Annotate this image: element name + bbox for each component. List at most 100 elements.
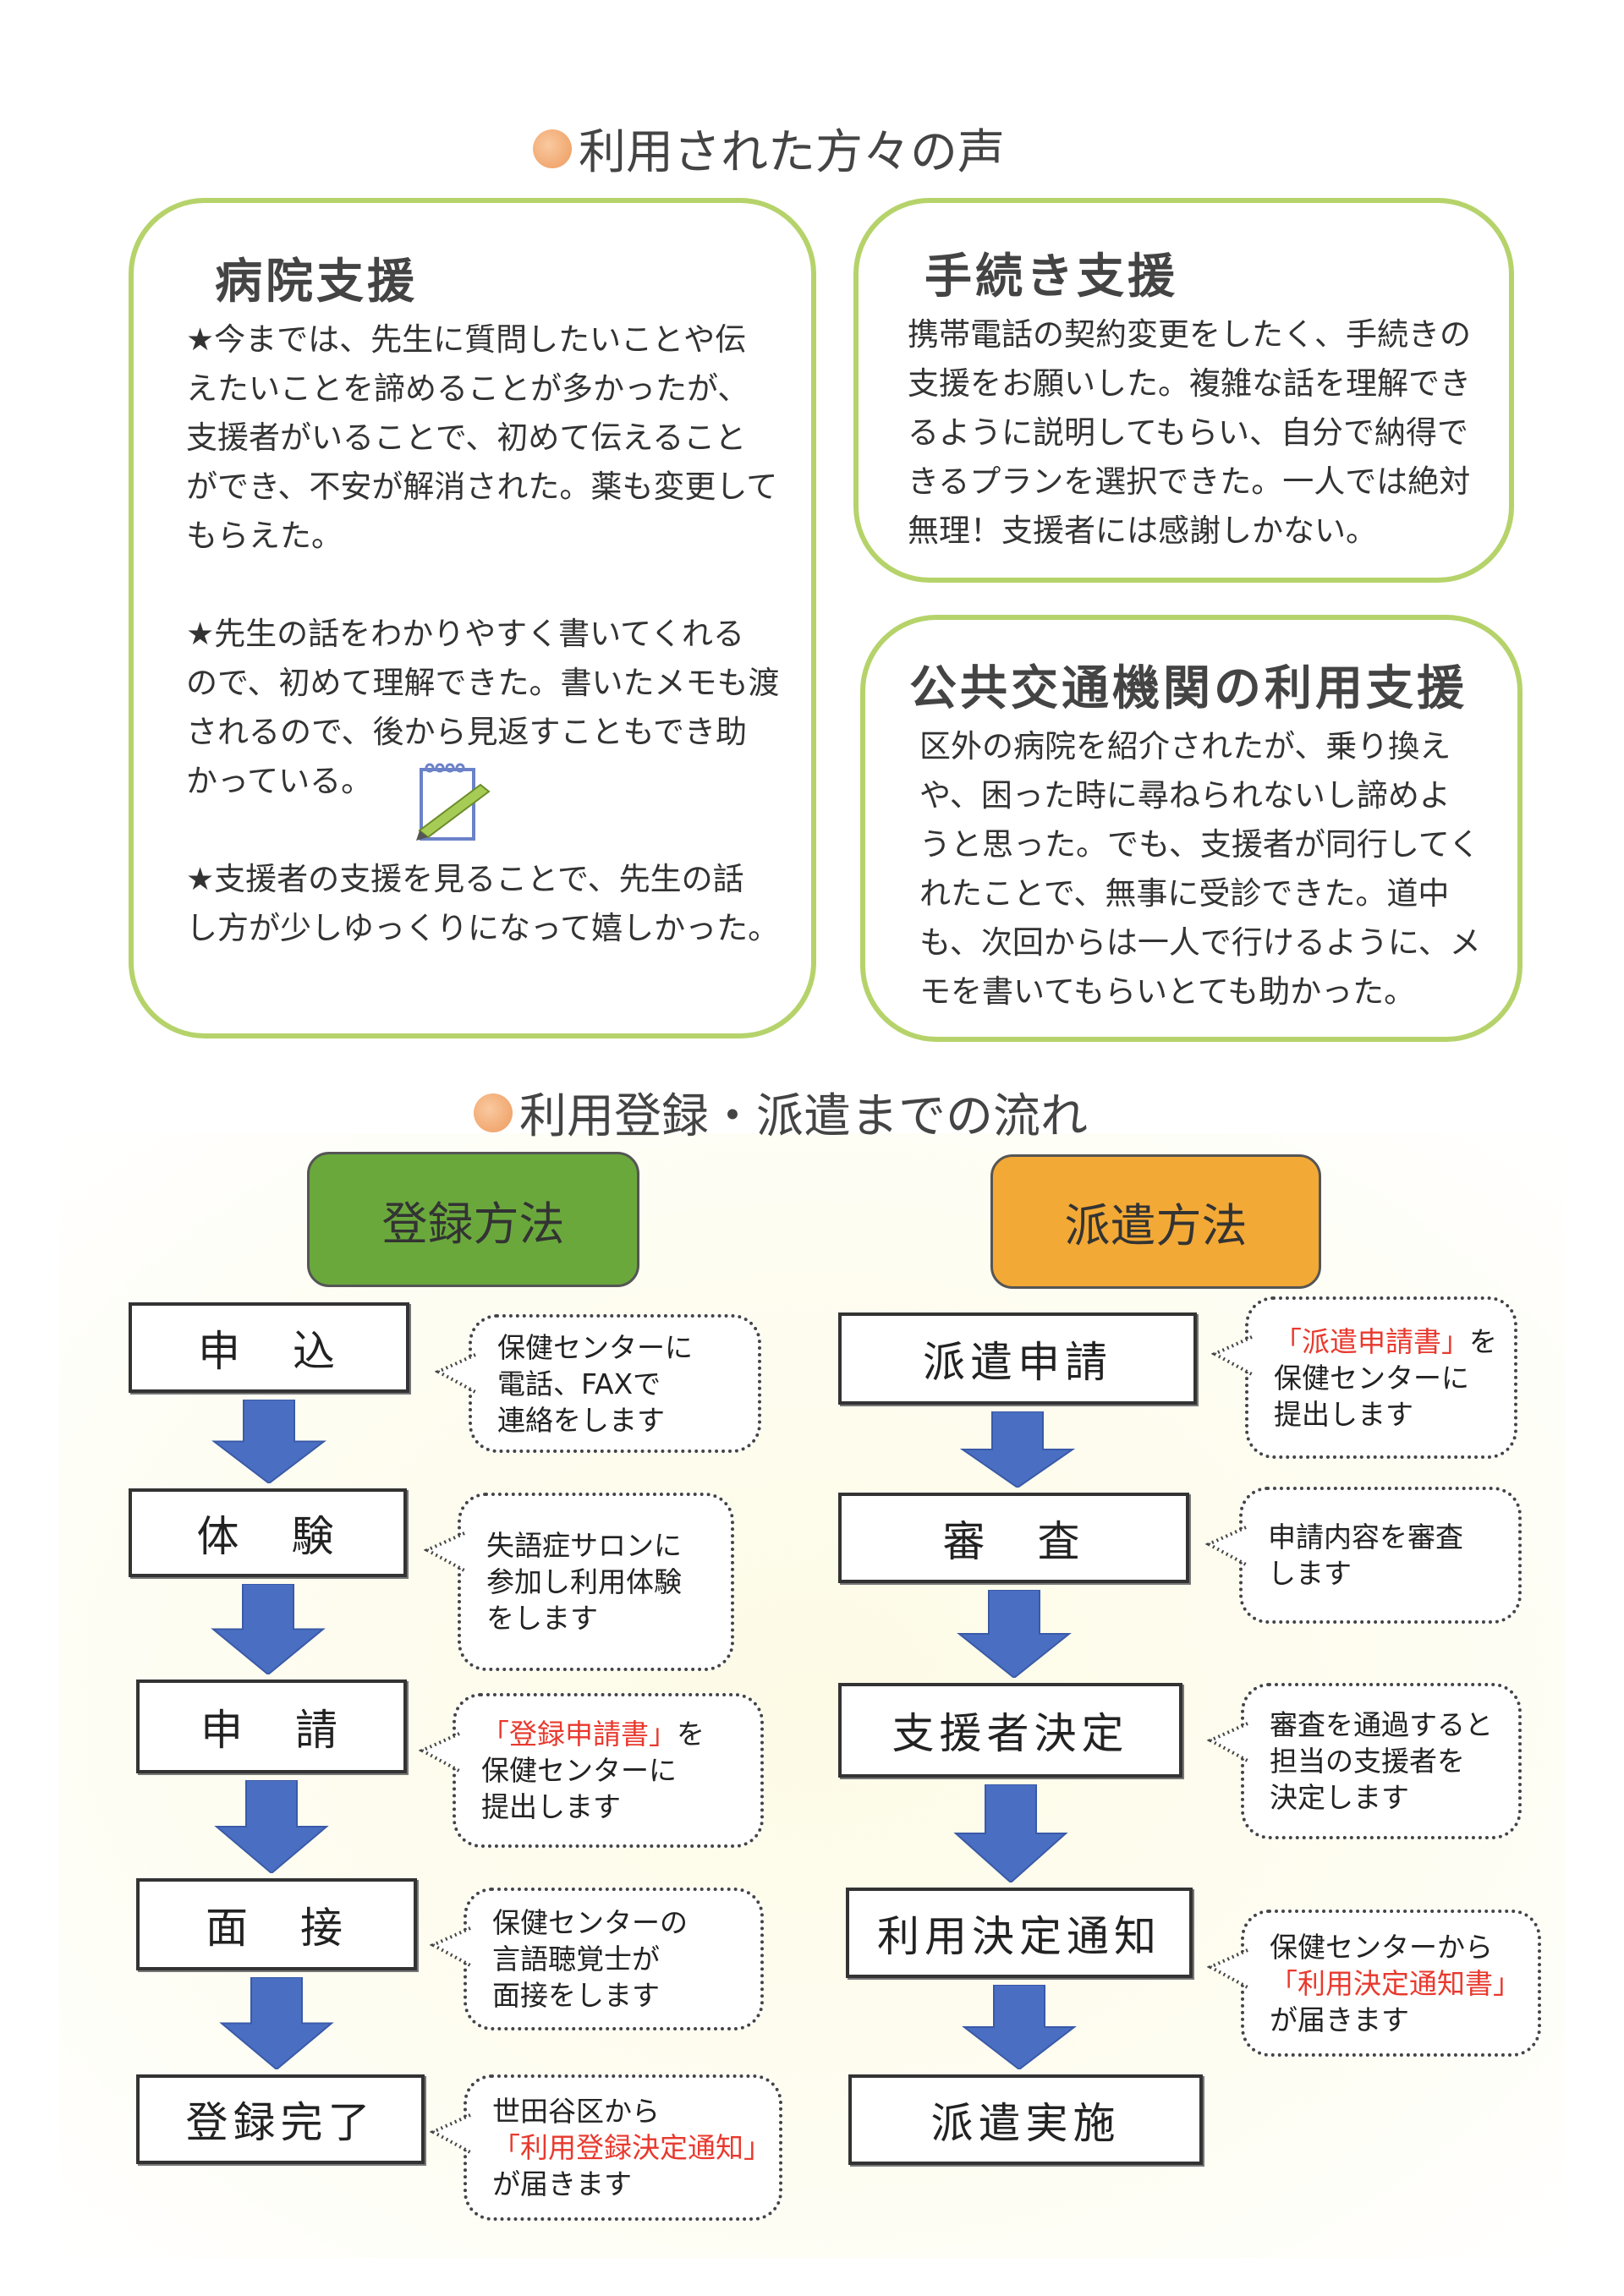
note-line: 提出します [481,1789,760,1825]
note-text: 担当の支援者を [1270,1745,1465,1778]
note-line: 提出します [1274,1396,1514,1433]
note-line: 世田谷区から [492,2093,779,2129]
card-text: 区外の病院を紹介されたが、乗り換え や、困った時に尋ねられないし諦めよ うと思っ… [919,728,1481,1010]
note-line: をします [486,1600,731,1636]
speech-tail-icon [430,2113,471,2154]
card-text: 携帯電話の契約変更をしたく、手続きの 支援をお願いした。複雑な話を理解でき るよ… [908,316,1471,549]
speech-tail-icon [1205,1526,1247,1566]
dispatch-step-box: 利用決定通知 [846,1888,1193,1978]
down-arrow-icon [959,1411,1076,1488]
note-line: 保健センターの [492,1904,760,1941]
registration-step-box: 面 接 [136,1878,417,1970]
note-line: 決定します [1270,1779,1518,1816]
note-line: 「派遣申請書」を [1274,1323,1514,1360]
down-arrow-icon [219,1977,334,2069]
registration-header: 登録方法 [307,1152,639,1287]
dispatch-step-box: 支援者決定 [838,1683,1182,1778]
paragraph: ★今までは、先生に質問したいことや伝 えたいことを諦めることが多かったが、 支援… [186,321,778,554]
note-text: が届きます [1270,2003,1409,2036]
note-line: します [1268,1555,1518,1592]
note-line: 保健センターに [481,1752,760,1789]
registration-step-box: 申 込 [129,1302,409,1393]
dispatch-step-note: 「派遣申請書」を保健センターに提出します [1211,1296,1517,1459]
registration-step-note: 世田谷区から「利用登録決定通知」が届きます [430,2074,782,2221]
note-line: 面接をします [492,1977,760,2014]
note-text: 保健センターに [1274,1361,1469,1395]
voices-title-text: 利用された方々の声 [579,125,1005,180]
speech-tail-icon [435,1353,476,1394]
note-text: が届きます [492,2167,632,2200]
registration-step-note: 「登録申請書」を保健センターに提出します [419,1693,764,1848]
note-text: 失語症サロンに [486,1529,682,1562]
card-hospital: 病院支援 ★今までは、先生に質問したいことや伝 えたいことを諦めることが多かった… [129,198,816,1038]
note-text: します [1268,1557,1352,1590]
note-line: 審査を通過すると [1270,1707,1518,1743]
down-arrow-icon [952,1784,1068,1882]
dispatch-step-note: 審査を通過すると担当の支援者を決定します [1207,1683,1522,1839]
note-text: 提出します [1274,1397,1413,1431]
down-arrow-icon [211,1400,326,1483]
note-line: 連絡をします [497,1402,758,1438]
registration-step-box: 申 請 [136,1680,407,1773]
card-title: 公共交通機関の利用支援 [909,661,1468,716]
note-line: 参加し利用体験 [486,1564,731,1600]
card-procedure: 手続き支援 携帯電話の契約変更をしたく、手続きの 支援をお願いした。複雑な話を理… [853,198,1514,583]
note-text: 申請内容を審査 [1268,1521,1463,1553]
paragraph: ★支援者の支援を見ることで、先生の話 し方が少しゆっくりになって嬉しかった。 [186,861,780,946]
note-line: 保健センターから [1270,1929,1538,1965]
note-line: 「登録申請書」を [481,1716,760,1752]
notepad-pencil-icon [416,763,491,841]
note-text: を [1469,1324,1497,1358]
speech-tail-icon [1207,1948,1248,1989]
note-line: 「利用登録決定通知」 [492,2129,779,2166]
speech-tail-icon [419,1732,460,1773]
speech-tail-icon [430,1926,471,1967]
note-text: 電話、FAXで [497,1367,661,1400]
note-text: 保健センターに [497,1330,693,1364]
note-line: 申請内容を審査 [1268,1519,1518,1555]
note-line: が届きます [492,2166,779,2202]
registration-step-box: 登録完了 [136,2074,425,2164]
dispatch-step-note: 申請内容を審査します [1205,1487,1522,1624]
registration-step-note: 保健センターに電話、FAXで連絡をします [435,1314,761,1453]
dispatch-step-note: 保健センターから「利用決定通知書」が届きます [1207,1910,1541,2057]
note-text: 世田谷区から [492,2095,660,2128]
down-arrow-icon [210,1584,326,1674]
highlighted-document-name: 「利用決定通知書」 [1270,1966,1521,2000]
paragraph: ★先生の話をわかりやすく書いてくれる ので、初めて理解できた。書いたメモも渡 さ… [186,616,780,799]
note-line: 保健センターに [1274,1360,1514,1396]
note-line: 担当の支援者を [1270,1743,1518,1779]
highlighted-document-name: 「利用登録決定通知」 [492,2131,771,2164]
registration-step-note: 失語症サロンに参加し利用体験をします [424,1493,734,1671]
flow-title: 利用登録・派遣までの流れ [474,1078,1088,1147]
note-line: 言語聴覚士が [492,1941,760,1977]
note-line: 失語症サロンに [486,1527,731,1564]
note-text: 参加し利用体験 [486,1565,682,1598]
note-text: をします [486,1602,598,1635]
card-transit: 公共交通機関の利用支援 区外の病院を紹介されたが、乗り換え や、困った時に尋ねら… [860,615,1522,1042]
note-text: 面接をします [492,1979,660,2012]
flow-title-text: 利用登録・派遣までの流れ [519,1089,1088,1144]
bullet-dot-icon [474,1093,513,1132]
note-text: 決定します [1270,1781,1409,1814]
registration-step-note: 保健センターの言語聴覚士が面接をします [430,1888,764,2030]
speech-tail-icon [1211,1335,1253,1376]
dispatch-step-box: 派遣実施 [848,2074,1203,2165]
registration-step-box: 体 験 [129,1488,407,1577]
note-text: 保健センターから [1270,1930,1493,1964]
speech-tail-icon [1207,1722,1248,1762]
note-text: 提出します [481,1790,621,1823]
highlighted-document-name: 「登録申請書」 [481,1718,677,1751]
note-line: 「利用決定通知書」 [1270,1965,1538,2002]
speech-tail-icon [424,1532,465,1572]
down-arrow-icon [956,1590,1072,1678]
dispatch-header: 派遣方法 [990,1154,1321,1289]
note-text: 言語聴覚士が [492,1943,660,1975]
note-text: 保健センターの [492,1906,688,1939]
down-arrow-icon [962,1985,1077,2069]
note-line: 電話、FAXで [497,1366,758,1402]
card-title: 手続き支援 [924,249,1178,304]
note-text: 審査を通過すると [1270,1708,1493,1741]
note-text: を [677,1718,705,1751]
dispatch-step-box: 派遣申請 [838,1312,1197,1405]
